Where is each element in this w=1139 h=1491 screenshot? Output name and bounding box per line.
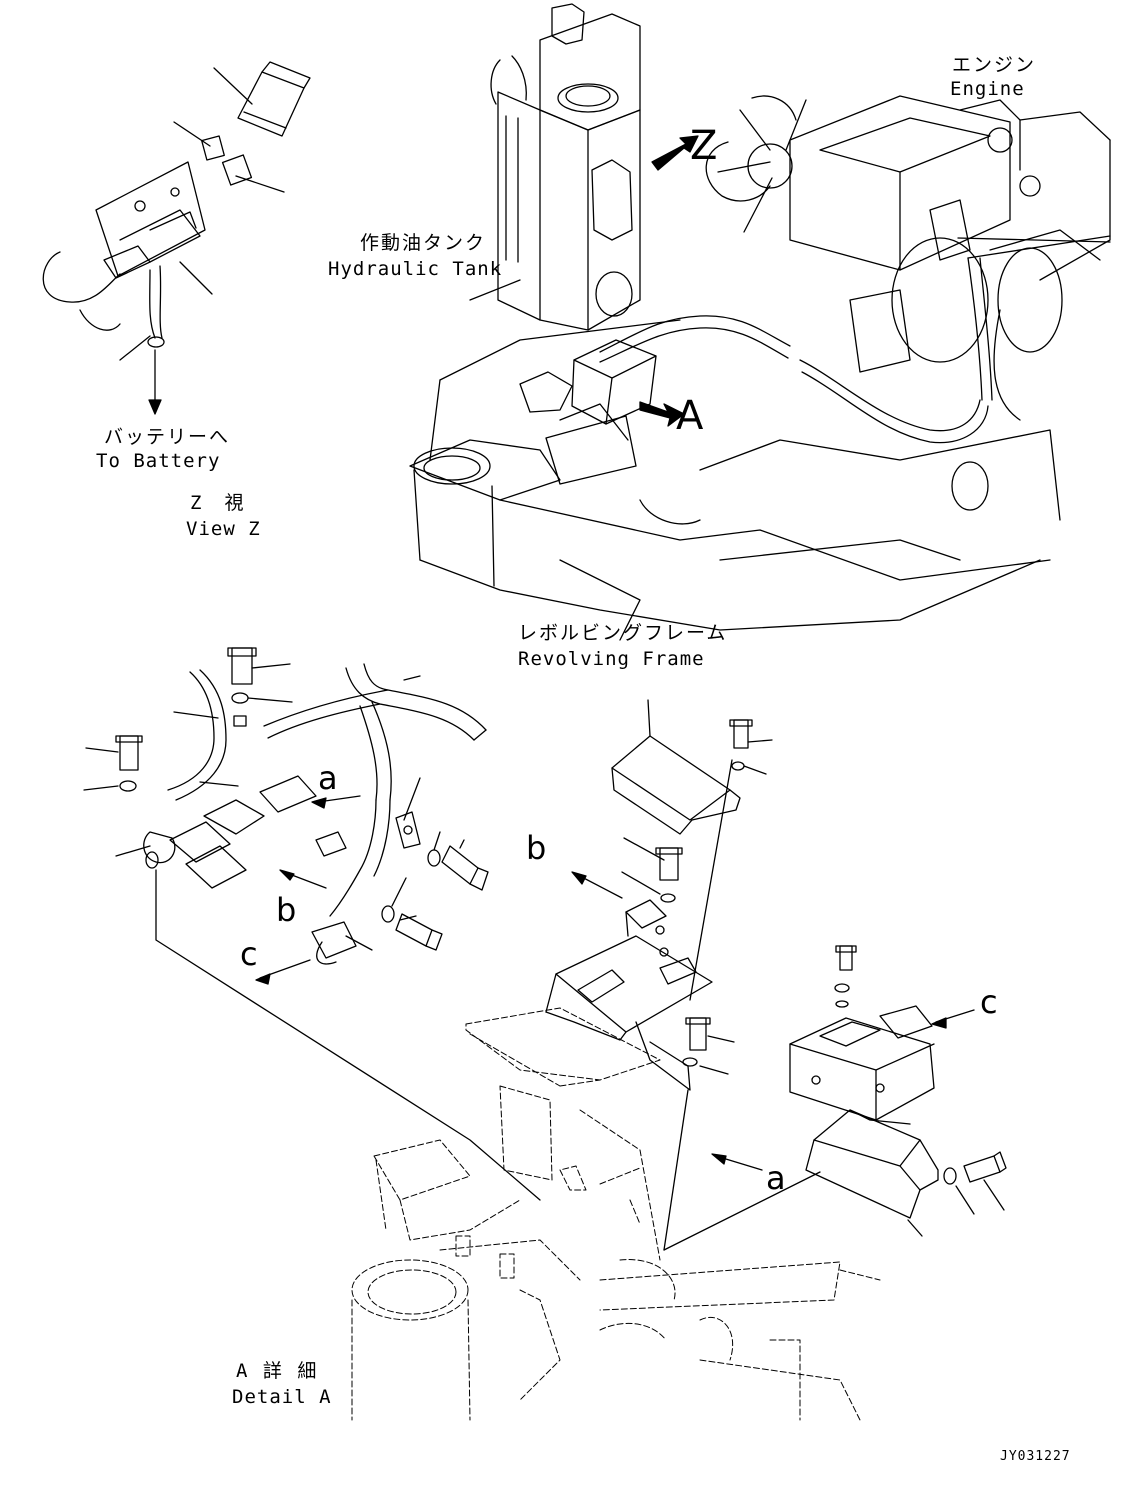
revolving-frame-label-en: Revolving Frame bbox=[518, 648, 705, 670]
relay-assembly-overview bbox=[520, 340, 656, 484]
ref-a-right: a bbox=[766, 1159, 786, 1197]
view-z-drawing bbox=[43, 62, 310, 414]
arrow-detail-a bbox=[640, 402, 684, 426]
engine bbox=[706, 96, 1110, 420]
ref-a-left: a bbox=[318, 759, 338, 797]
ref-b-left: b bbox=[276, 891, 297, 929]
detail-a-marker: A bbox=[676, 393, 704, 439]
arrow-view-z bbox=[652, 136, 698, 170]
drawing-code: JY031227 bbox=[1000, 1449, 1071, 1464]
view-z-title-jp: Z 視 bbox=[190, 492, 246, 514]
main-harness bbox=[600, 258, 992, 443]
ref-c-left: c bbox=[240, 935, 258, 973]
revolving-frame-overview bbox=[410, 280, 1060, 640]
hydraulic-tank-label-jp: 作動油タンク bbox=[360, 232, 487, 254]
to-battery-label-jp: バッテリーへ bbox=[104, 426, 231, 448]
to-battery-label-en: To Battery bbox=[96, 450, 221, 472]
engine-label-en: Engine bbox=[950, 78, 1025, 100]
leader-engine bbox=[968, 236, 1110, 258]
detail-a-bracket bbox=[546, 700, 772, 1250]
ref-b-right: b bbox=[526, 829, 547, 867]
ref-c-right: c bbox=[980, 983, 998, 1021]
view-z-marker: Z bbox=[690, 123, 718, 169]
hydraulic-tank-label-en: Hydraulic Tank bbox=[328, 258, 503, 280]
hydraulic-tank bbox=[491, 4, 640, 330]
view-z-title-en: View Z bbox=[186, 518, 261, 540]
engine-label-jp: エンジン bbox=[952, 54, 1037, 76]
detail-a-title-en: Detail A bbox=[232, 1386, 332, 1408]
revolving-frame-label-jp: レボルビングフレーム bbox=[518, 622, 728, 644]
detail-a-title-jp: A 詳 細 bbox=[236, 1360, 319, 1382]
detail-a-harness bbox=[84, 648, 540, 1200]
detail-a-relay-block bbox=[664, 946, 1006, 1250]
detail-a-frame bbox=[352, 1008, 880, 1420]
